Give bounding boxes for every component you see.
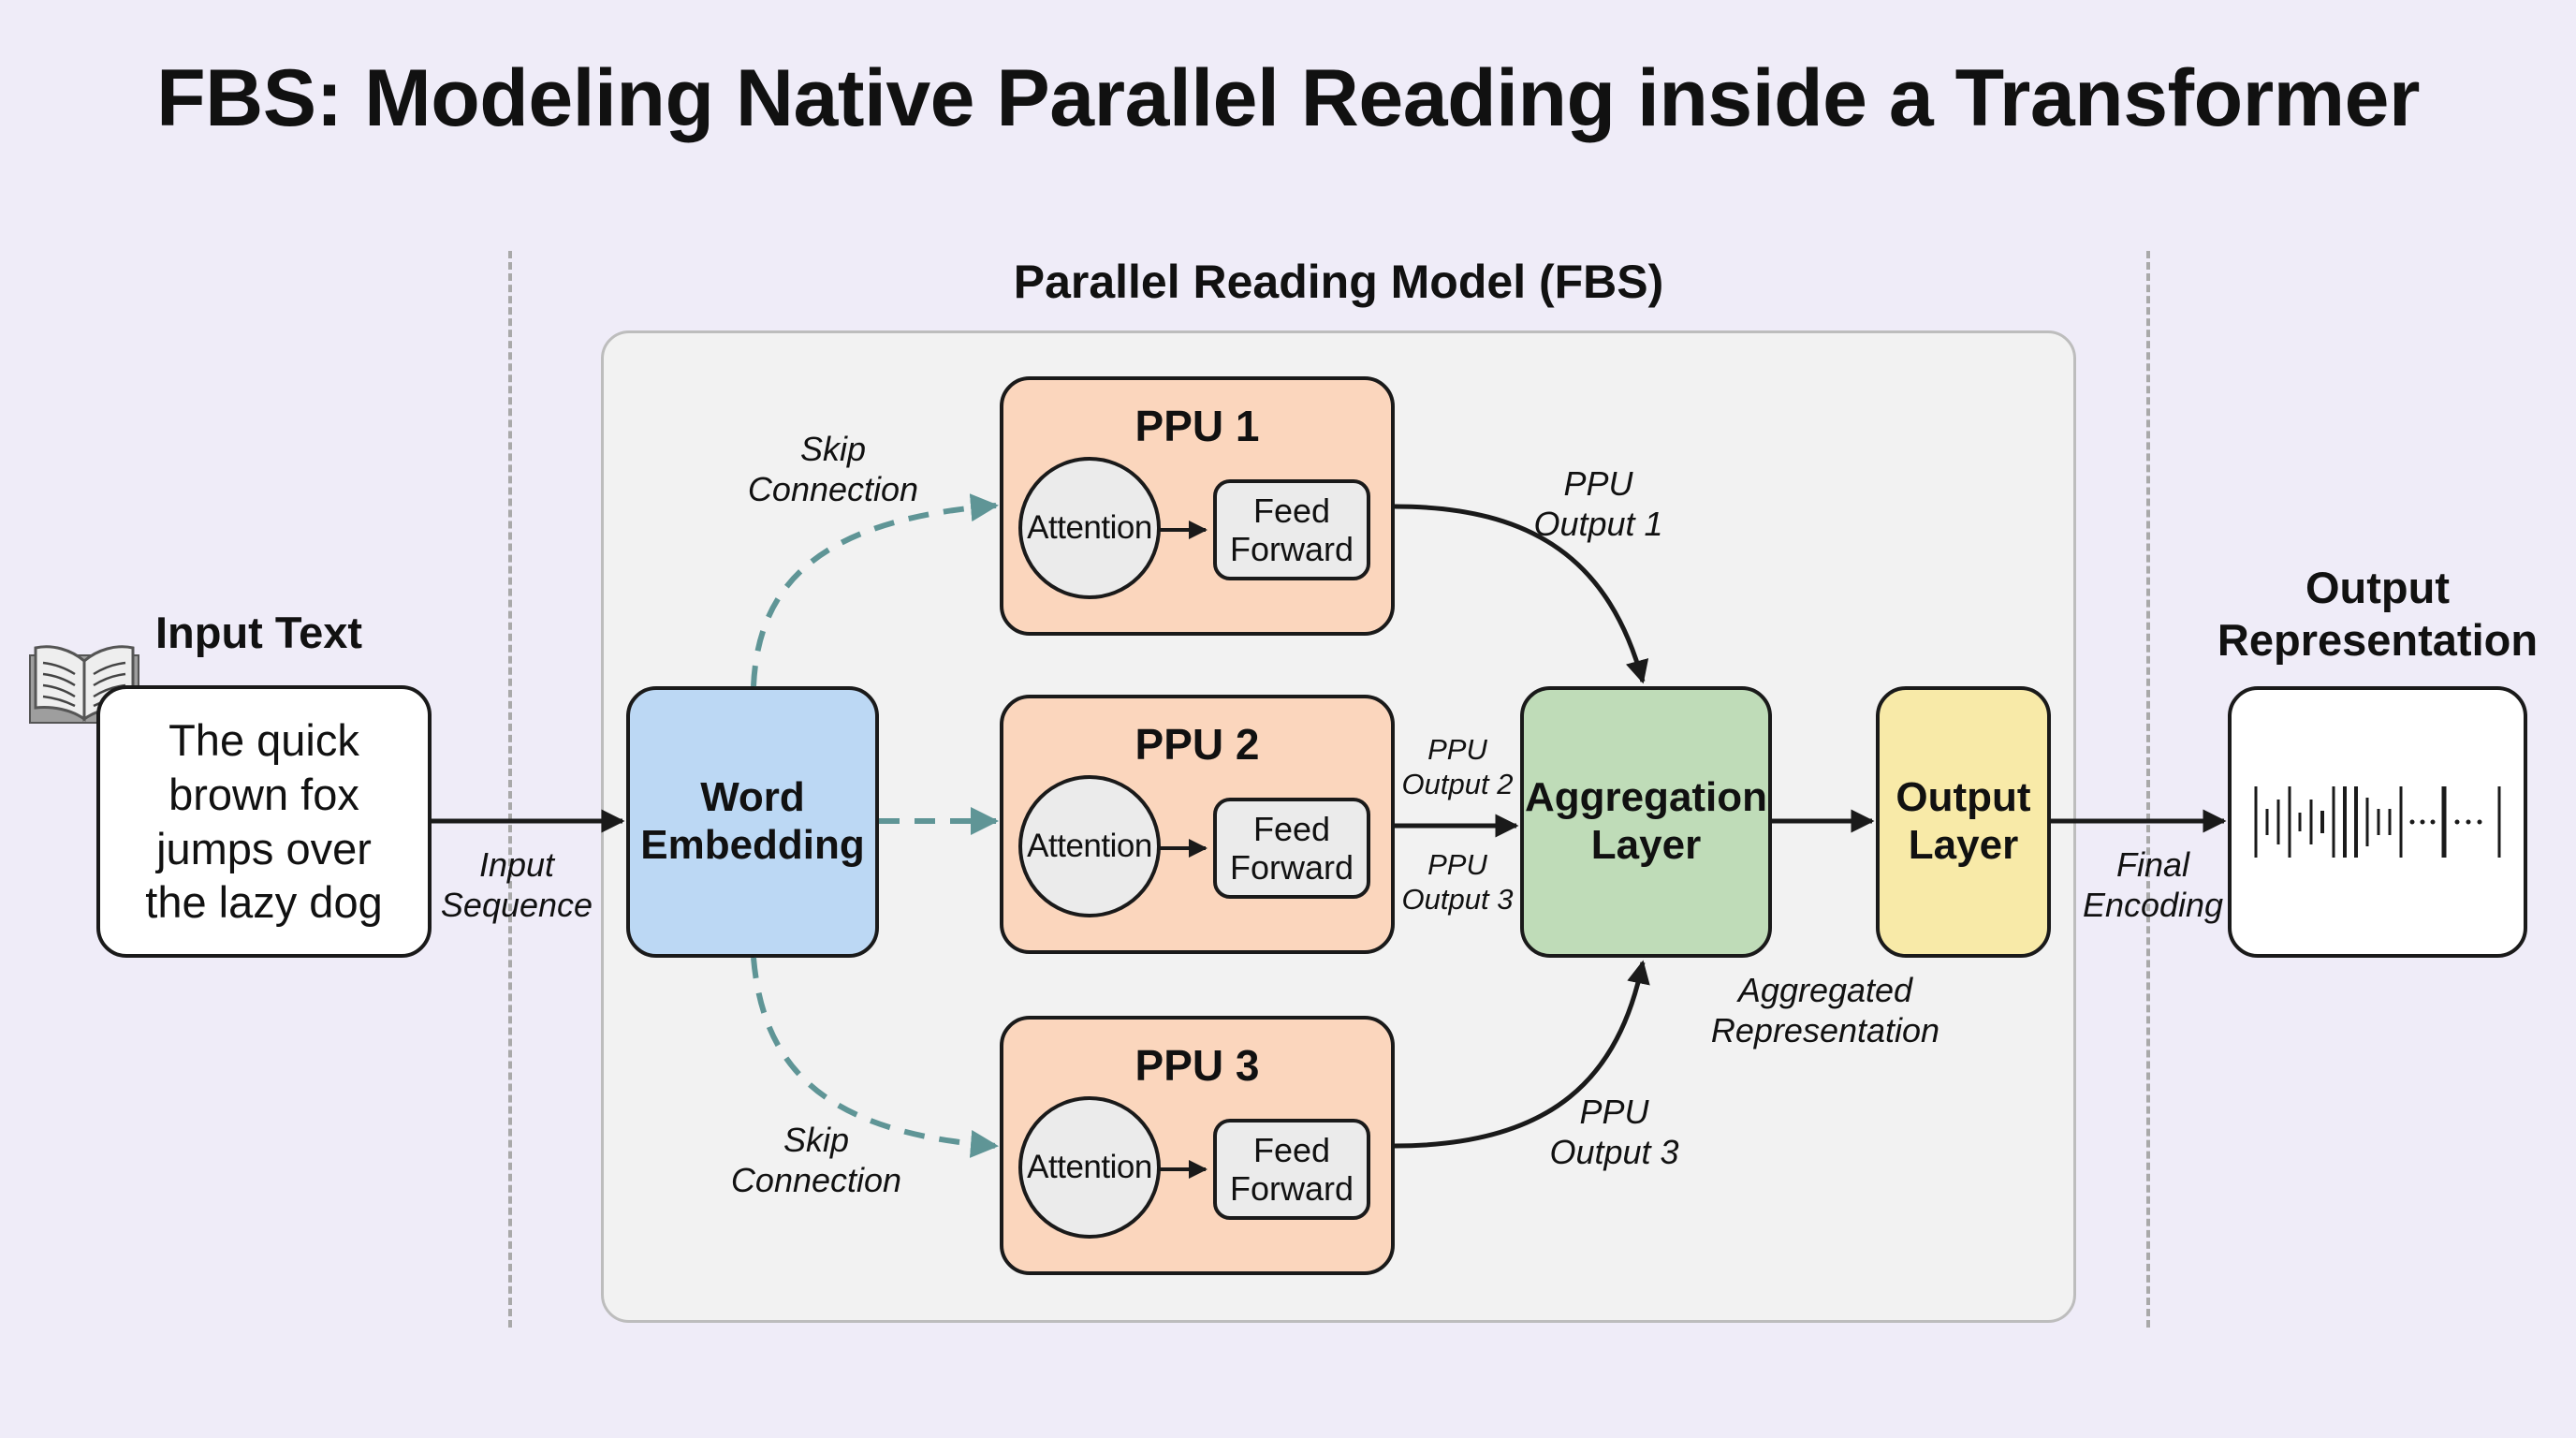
ppu-title: PPU 1 [1134,402,1260,450]
ppu3-output-arrow [1394,960,1650,1149]
label-line: PPU [1427,733,1487,766]
ppu-output-3-mid-label: PPU Output 3 [1395,847,1520,917]
label-line: Final [2115,845,2190,884]
word-embedding-node[interactable]: Word Embedding [626,686,879,958]
skip-connection-bottom-label: Skip Connection [704,1120,929,1200]
ppu-title: PPU 3 [1134,1041,1260,1090]
label-line: PPU [1579,1093,1649,1131]
input-text-line: The quick [168,714,359,765]
skip-connection-top-label: Skip Connection [721,429,945,509]
main-title: FBS: Modeling Native Parallel Reading in… [156,53,2420,143]
ff-label: Feed [1252,809,1331,848]
node-label: Word [700,774,805,821]
node-label: Layer [1590,822,1702,868]
input-text-line: brown fox [168,769,359,819]
attention-node: Attention [1018,457,1161,599]
input-text-line: jumps over [156,823,372,873]
ppu-output-2-label: PPU Output 2 [1395,732,1520,801]
node-label: Embedding [640,822,865,868]
heading-line: Output [2305,563,2450,612]
label-line: Aggregated [1737,971,1913,1009]
node-label: Aggregation [1524,774,1768,821]
label-line: Representation [1710,1011,1940,1050]
label-line: Input [478,845,555,884]
label-line: Encoding [2082,886,2224,925]
ff-label: Feed [1252,491,1331,530]
section-title: Parallel Reading Model (FBS) [1013,256,1664,308]
node-label: Output [1895,774,2031,821]
final-encoding-label: Final Encoding [2069,844,2237,925]
ppu-title: PPU 2 [1134,720,1260,769]
ff-label: Feed [1252,1130,1331,1169]
label-line: Skip [783,1121,850,1159]
input-text-heading: Input Text [155,608,363,657]
attention-node: Attention [1018,775,1161,917]
ff-label: Forward [1229,848,1354,887]
heading-line: Representation [2217,615,2539,666]
ff-label: Forward [1229,1169,1354,1208]
output-representation-box [2228,686,2527,958]
label-line: PPU [1427,848,1487,881]
label-line: PPU [1563,464,1633,503]
label-line: Output 1 [1533,505,1663,544]
label-line: Connection [747,470,919,509]
label-line: Sequence [440,886,593,925]
ppu-output-3-label: PPU Output 3 [1514,1092,1715,1172]
section-divider-right [2146,251,2150,1328]
barcode-waveform-icon [2254,786,2501,858]
node-label: Layer [1908,822,2019,868]
label-line: Output 2 [1401,768,1514,801]
aggregated-representation-label: Aggregated Representation [1685,970,1966,1050]
label-line: Connection [730,1161,902,1200]
input-text-box: The quick brown fox jumps over the lazy … [96,685,432,958]
input-text-content: The quick brown fox jumps over the lazy … [145,713,382,930]
ff-label: Forward [1229,530,1354,568]
input-text-line: the lazy dog [145,877,383,928]
attention-node: Attention [1018,1096,1161,1239]
ppu-output-1-label: PPU Output 1 [1498,463,1699,544]
skip-connection-top-arrow [751,493,999,687]
label-line: Skip [799,430,867,468]
output-layer-node[interactable]: Output Layer [1876,686,2051,958]
ppu1-output-arrow [1394,504,1649,684]
label-line: Output 3 [1549,1133,1679,1172]
skip-connection-bottom-arrow [751,957,999,1158]
aggregation-layer-node[interactable]: Aggregation Layer [1520,686,1772,958]
output-representation-heading: Output Representation [2190,562,2565,668]
label-line: Output 3 [1401,883,1514,917]
section-divider-left [508,251,512,1328]
input-sequence-label: Input Sequence [432,844,601,925]
